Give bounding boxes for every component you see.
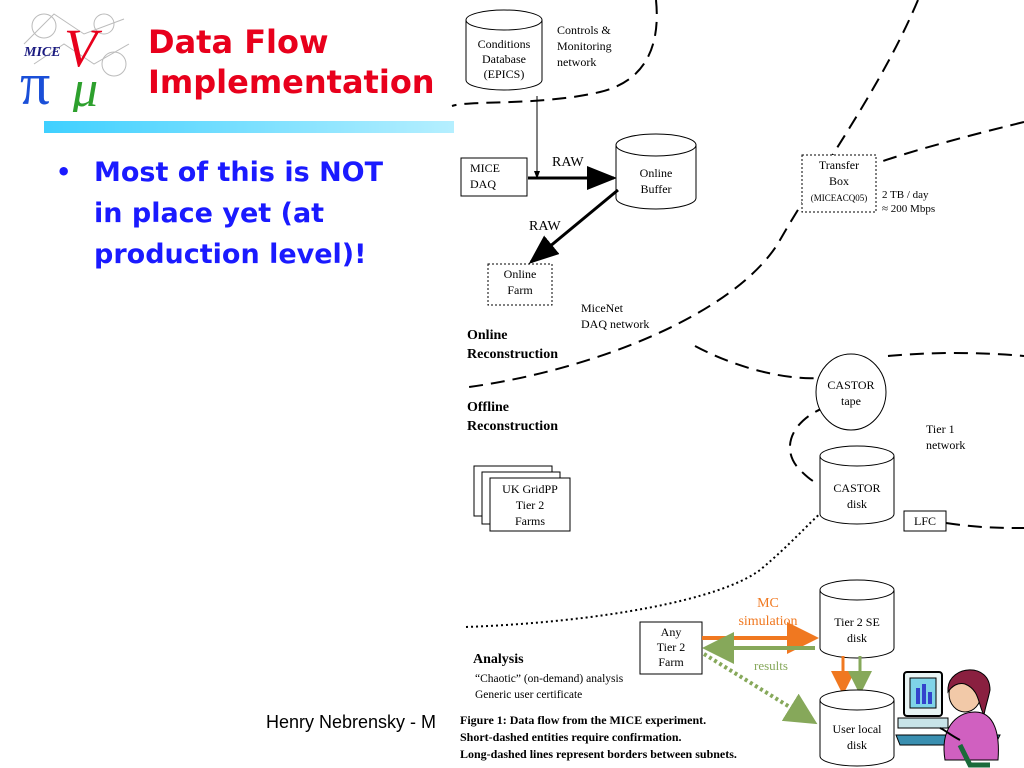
- logo-mu-icon: μ: [71, 61, 98, 112]
- logo-nu-icon: V: [64, 18, 103, 78]
- analysis-desc-line2: Generic user certificate: [475, 689, 582, 701]
- tier1-line2: network: [926, 438, 965, 452]
- user-disk-line2: disk: [847, 738, 867, 752]
- conditions-db-line1: Conditions: [478, 37, 531, 51]
- user-local-disk-node: User local disk: [819, 689, 895, 767]
- mc-label-line2: simulation: [738, 614, 797, 629]
- tier1-line1: Tier 1: [926, 422, 955, 436]
- footer-author: Henry Nebrensky - M: [266, 712, 437, 732]
- uk-gridpp-line2: Tier 2: [516, 498, 545, 512]
- uk-gridpp-node: UK GridPP Tier 2 Farms: [473, 465, 571, 532]
- transfer-box-line3: (MICEACQ05): [811, 193, 868, 203]
- controls-network-line1: Controls &: [557, 23, 611, 37]
- any-tier2-farm-node: Any Tier 2 Farm: [639, 621, 703, 675]
- title-line-2: Implementation: [148, 63, 435, 101]
- title-line-1: Data Flow: [148, 23, 329, 61]
- uk-gridpp-line3: Farms: [515, 514, 545, 528]
- online-buffer-line2: Buffer: [640, 182, 671, 196]
- title-underline-bar: [44, 121, 454, 133]
- online-buffer-node: Online Buffer: [615, 133, 697, 210]
- castor-tape-line1: CASTOR: [827, 378, 874, 392]
- tier2-se-line1: Tier 2 SE: [834, 615, 880, 629]
- logo-pi-icon: π: [20, 51, 50, 112]
- micenet-line1: MiceNet: [581, 301, 624, 315]
- controls-network-line2: Monitoring: [557, 39, 612, 53]
- transfer-rate-line1: 2 TB / day: [882, 189, 929, 201]
- logo-mice-text: MICE: [23, 45, 61, 60]
- bullet-text: Most of this is NOT in place yet (at pro…: [94, 157, 384, 270]
- castor-tape-line2: tape: [841, 394, 861, 408]
- transfer-box-node: Transfer Box (MICEACQ05): [801, 154, 877, 213]
- conditions-db-line3: (EPICS): [484, 67, 525, 81]
- analysis-desc-line1: “Chaotic” (on-demand) analysis: [475, 673, 624, 685]
- castor-disk-line1: CASTOR: [833, 481, 880, 495]
- caption-line1: Figure 1: Data flow from the MICE experi…: [460, 713, 706, 727]
- castor-tape-node: CASTOR tape: [815, 353, 887, 431]
- castor-disk-node: CASTOR disk: [819, 445, 895, 525]
- transfer-box-line2: Box: [829, 174, 849, 188]
- caption-line3: Long-dashed lines represent borders betw…: [460, 747, 737, 761]
- lfc-node: LFC: [903, 510, 947, 532]
- tier2-se-line2: disk: [847, 631, 867, 645]
- analysis-heading: Analysis: [473, 652, 524, 667]
- tier2-se-disk-node: Tier 2 SE disk: [819, 579, 895, 659]
- online-buffer-line1: Online: [640, 166, 673, 180]
- online-recon-line1: Online: [467, 328, 507, 343]
- transfer-rate-line2: ≈ 200 Mbps: [882, 203, 935, 215]
- offline-recon-line2: Reconstruction: [467, 419, 558, 434]
- any-tier2-line2: Tier 2: [657, 640, 686, 654]
- lfc-label: LFC: [914, 514, 936, 528]
- conditions-db-line2: Database: [482, 52, 526, 66]
- offline-recon-line1: Offline: [467, 400, 509, 415]
- border-analysis-dotted: [465, 511, 823, 628]
- conditions-database-node: Conditions Database (EPICS): [465, 9, 543, 91]
- page-title: Data Flow Implementation: [148, 22, 435, 102]
- mice-daq-line2: DAQ: [470, 177, 496, 191]
- results-label: results: [754, 658, 788, 673]
- caption-line2: Short-dashed entities require confirmati…: [460, 730, 682, 744]
- uk-gridpp-line1: UK GridPP: [502, 482, 558, 496]
- mc-label-line1: MC: [757, 596, 779, 611]
- border-lfc-right: [945, 522, 1024, 529]
- any-tier2-line3: Farm: [658, 655, 684, 669]
- border-castor-tape: [694, 345, 819, 380]
- online-farm-node: Online Farm: [487, 263, 553, 306]
- micenet-line2: DAQ network: [581, 317, 649, 331]
- mice-daq-node: MICE DAQ: [460, 157, 528, 197]
- logo-network-icon: [23, 13, 130, 77]
- border-daq-network: [461, 0, 919, 389]
- border-castor-tape-right: [887, 352, 1024, 357]
- border-transfer-network: [859, 121, 1024, 171]
- border-controls-network: [451, 0, 658, 107]
- raw-arrow-to-farm: [528, 188, 619, 264]
- border-tier1-network: [788, 405, 829, 486]
- raw-label-2: RAW: [529, 219, 561, 234]
- any-tier2-line1: Any: [661, 625, 682, 639]
- online-farm-line1: Online: [504, 267, 537, 281]
- mice-logo: MICE π V μ: [20, 13, 130, 112]
- person-at-computer-icon: [895, 669, 1001, 768]
- online-recon-line2: Reconstruction: [467, 347, 558, 362]
- transfer-box-line1: Transfer: [819, 158, 859, 172]
- online-farm-line2: Farm: [507, 283, 533, 297]
- raw-label-1: RAW: [552, 155, 584, 170]
- castor-disk-line2: disk: [847, 497, 867, 511]
- user-disk-line1: User local: [833, 722, 883, 736]
- controls-network-line3: network: [557, 55, 596, 69]
- mice-daq-line1: MICE: [470, 161, 500, 175]
